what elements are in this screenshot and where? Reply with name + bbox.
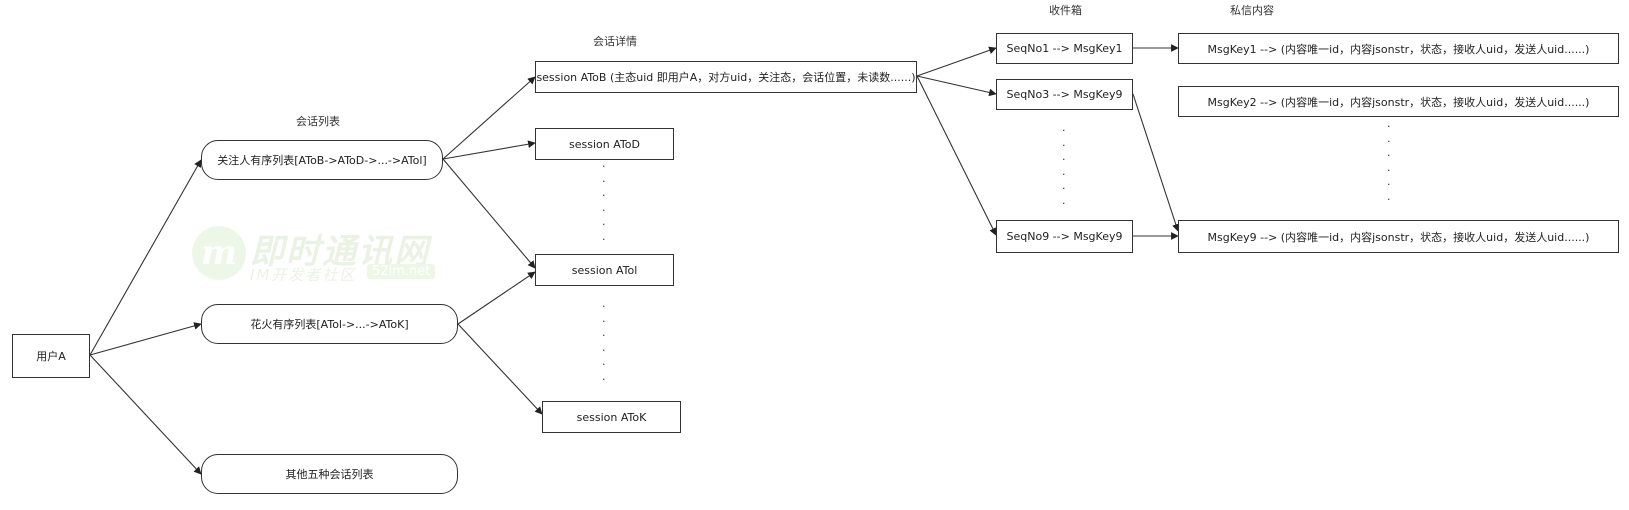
watermark-site: 52im.net bbox=[367, 264, 436, 279]
edge-user-to-other-list bbox=[89, 354, 202, 475]
edge-user-to-spark-list bbox=[89, 322, 202, 356]
label-session-detail: 会话详情 bbox=[593, 35, 637, 48]
ellipsis-dots-content: ······ bbox=[1387, 120, 1391, 206]
edge-atob-to-seq3 bbox=[916, 75, 997, 97]
node-user-a[interactable]: 用户A bbox=[12, 334, 90, 378]
edge-spark-to-atok bbox=[457, 323, 543, 415]
label-session-list: 会话列表 bbox=[296, 115, 340, 128]
node-spark-list[interactable]: 花火有序列表[ATol->...->AToK] bbox=[201, 304, 458, 344]
node-msgkey1[interactable]: MsgKey1 --> (内容唯一id，内容jsonstr，状态，接收人uid，… bbox=[1178, 33, 1619, 64]
node-session-atok[interactable]: session AToK bbox=[542, 401, 681, 433]
edge-follow-to-atob bbox=[442, 76, 536, 160]
edge-follow-to-atod bbox=[442, 140, 536, 160]
edge-atob-to-seq9 bbox=[916, 75, 997, 236]
node-msgkey9[interactable]: MsgKey9 --> (内容唯一id，内容jsonstr，状态，接收人uid，… bbox=[1178, 220, 1619, 253]
node-session-atod[interactable]: session AToD bbox=[535, 128, 674, 160]
watermark-title: 即时通讯网 bbox=[250, 232, 430, 272]
node-seqno9[interactable]: SeqNo9 --> MsgKey9 bbox=[996, 220, 1133, 253]
node-session-atob[interactable]: session AToB (主态uid 即用户A，对方uid，关注态，会话位置，… bbox=[535, 61, 917, 93]
edge-seq3-to-msg9 bbox=[1132, 93, 1180, 232]
edge-user-to-follow-list bbox=[89, 159, 202, 356]
label-private-content: 私信内容 bbox=[1230, 4, 1274, 17]
node-msgkey2[interactable]: MsgKey2 --> (内容唯一id，内容jsonstr，状态，接收人uid，… bbox=[1178, 86, 1619, 117]
edge-follow-to-atol bbox=[442, 158, 536, 269]
watermark: m 即时通讯网 IM开发者社区 52im.net bbox=[192, 224, 452, 286]
node-other-list[interactable]: 其他五种会话列表 bbox=[201, 454, 458, 494]
ellipsis-dots-sessions-upper: ······ bbox=[602, 160, 606, 246]
node-seqno1[interactable]: SeqNo1 --> MsgKey1 bbox=[996, 33, 1133, 64]
edge-atob-to-seq1 bbox=[916, 46, 997, 77]
node-seqno3[interactable]: SeqNo3 --> MsgKey9 bbox=[996, 79, 1133, 110]
node-session-atol[interactable]: session ATol bbox=[535, 254, 674, 286]
node-follow-list[interactable]: 关注人有序列表[AToB->AToD->...->ATol] bbox=[201, 140, 443, 180]
watermark-logo: m bbox=[192, 226, 246, 280]
watermark-subtitle: IM开发者社区 bbox=[250, 266, 357, 284]
edge-spark-to-atol bbox=[457, 271, 536, 325]
ellipsis-dots-inbox: ······ bbox=[1062, 124, 1066, 210]
ellipsis-dots-sessions-lower: ······ bbox=[602, 300, 606, 386]
label-inbox: 收件箱 bbox=[1049, 4, 1082, 17]
